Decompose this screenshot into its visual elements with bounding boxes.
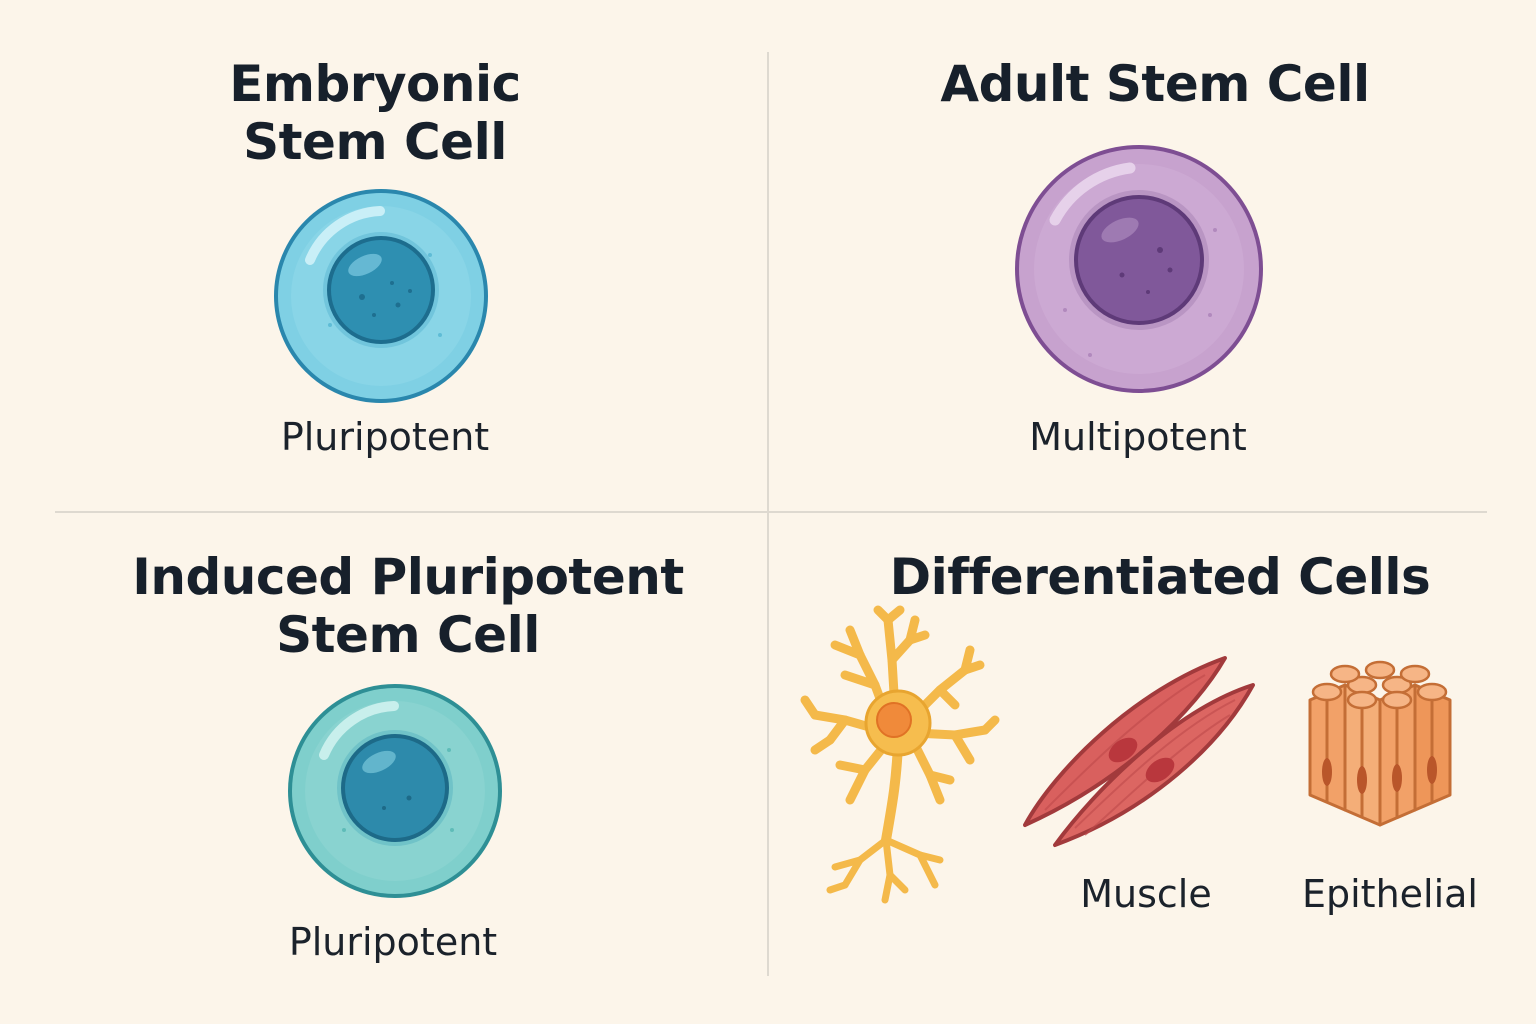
embryonic-title-line2: Stem Cell (243, 113, 507, 171)
horizontal-divider (55, 511, 1487, 513)
embryonic-title: Embryonic Stem Cell (175, 55, 575, 171)
embryonic-potency-label: Pluripotent (280, 415, 490, 459)
muscle-label: Muscle (1080, 872, 1212, 916)
embryonic-title-line1: Embryonic (229, 55, 521, 113)
adult-title: Adult Stem Cell (940, 55, 1370, 113)
induced-title: Induced Pluripotent Stem Cell (108, 548, 708, 664)
adult-stem-cell-icon (1015, 145, 1263, 393)
induced-title-line1: Induced Pluripotent (132, 548, 684, 606)
epithelial-cell-icon (1308, 660, 1452, 827)
induced-stem-cell-icon (288, 684, 502, 898)
induced-title-line2: Stem Cell (276, 606, 540, 664)
vertical-divider (767, 52, 769, 976)
induced-potency-label: Pluripotent (288, 920, 498, 964)
neuron-icon (800, 605, 1000, 904)
adult-potency-label: Multipotent (1029, 415, 1247, 459)
epithelial-label: Epithelial (1301, 872, 1478, 916)
differentiated-title: Differentiated Cells (889, 548, 1431, 606)
muscle-cell-icon (1023, 656, 1255, 847)
embryonic-stem-cell-icon (274, 189, 488, 403)
